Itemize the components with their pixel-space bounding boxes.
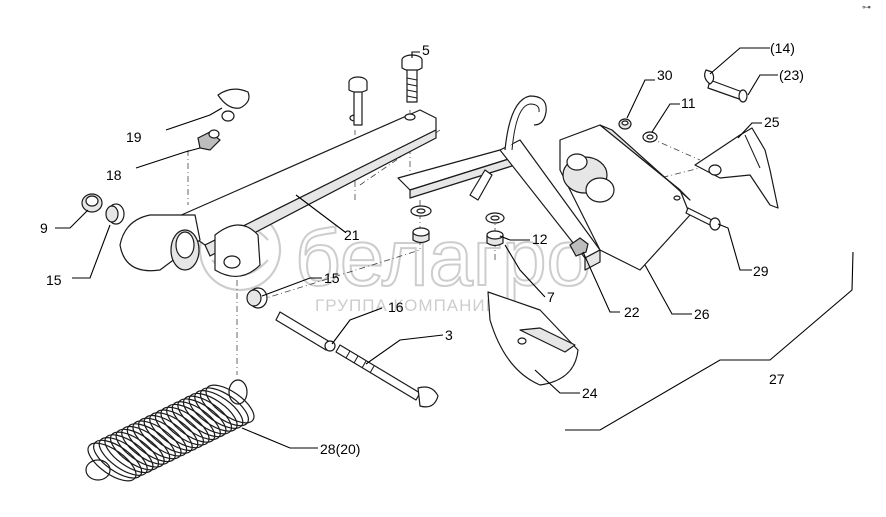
label-22: 22 xyxy=(624,304,640,320)
bushing-part-9 xyxy=(81,193,103,213)
latch-part-25 xyxy=(694,127,779,209)
label-15-right: 15 xyxy=(324,270,340,286)
label-27: 27 xyxy=(769,371,785,387)
label-25: 25 xyxy=(764,114,780,130)
label-29: 29 xyxy=(753,263,769,279)
label-30: 30 xyxy=(657,67,673,83)
washer-part-30 xyxy=(618,118,632,130)
bushing-part-15-right xyxy=(246,287,268,309)
clip-part-19 xyxy=(217,88,250,122)
label-26: 26 xyxy=(694,306,710,322)
callout-labels: 5 (14) (23) 30 11 25 19 18 9 15 15 21 12… xyxy=(40,40,804,457)
bolt-part-5 xyxy=(401,54,423,103)
label-11: 11 xyxy=(681,95,696,111)
sleeve-part-16 xyxy=(275,311,336,352)
label-16: 16 xyxy=(388,299,404,315)
bushing-part-15-left xyxy=(105,203,125,225)
grease-fitting-part-18 xyxy=(197,129,221,151)
label-24: 24 xyxy=(582,385,598,401)
label-23: (23) xyxy=(779,67,804,83)
bracket-part-22 xyxy=(397,95,601,271)
bolt-left xyxy=(348,76,368,126)
corner-mark: ⊶ xyxy=(862,2,871,12)
spring-coil xyxy=(205,384,255,424)
spring-hook-lower xyxy=(85,459,111,481)
label-21: 21 xyxy=(344,227,360,243)
leader-lines xyxy=(55,47,854,449)
housing-part-26 xyxy=(559,124,691,271)
bolt-part-3 xyxy=(335,344,439,408)
pin-part-23 xyxy=(704,69,748,103)
watermark-logo: белагро ГРУППА КОМПАНИЙ xyxy=(198,208,592,315)
label-12: 12 xyxy=(532,231,548,247)
washer-part-11 xyxy=(642,131,658,143)
watermark-subtitle: ГРУППА КОМПАНИЙ xyxy=(315,296,499,315)
spring-part-28-20 xyxy=(85,379,255,482)
lever-arm-part-21 xyxy=(119,109,437,277)
label-9: 9 xyxy=(40,220,48,236)
spring-hook-upper xyxy=(228,379,248,405)
label-15-left: 15 xyxy=(46,272,62,288)
label-14: (14) xyxy=(770,40,795,56)
label-7: 7 xyxy=(547,289,555,305)
washer-nut-part-12 xyxy=(485,212,505,247)
washer-nut-center xyxy=(410,205,432,244)
bolt-part-29 xyxy=(685,207,721,231)
shield-part-24 xyxy=(487,291,579,386)
label-19: 19 xyxy=(126,129,142,145)
label-3: 3 xyxy=(445,327,453,343)
nut-part-7 xyxy=(569,237,589,257)
label-28-20: 28(20) xyxy=(320,441,360,457)
watermark-brand: белагро xyxy=(295,213,591,302)
label-5: 5 xyxy=(422,42,430,58)
label-18: 18 xyxy=(106,167,122,183)
